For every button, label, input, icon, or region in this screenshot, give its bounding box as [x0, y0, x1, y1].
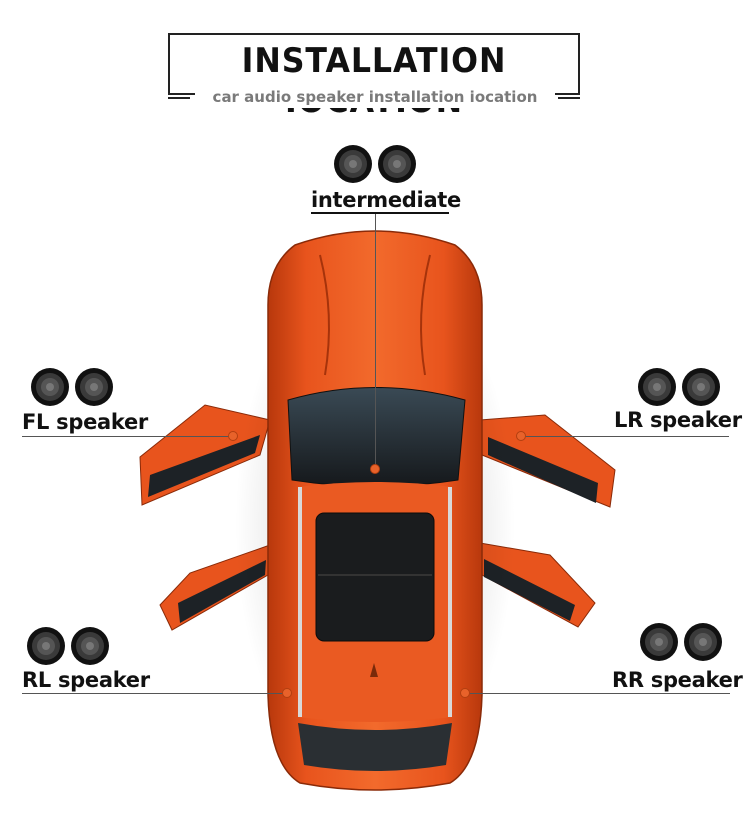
subtitle-right-rule	[558, 97, 580, 99]
intermediate-label: intermediate	[311, 188, 461, 212]
fl-speaker-label: FL speaker	[22, 410, 148, 434]
intermediate-marker	[370, 464, 380, 474]
intermediate-leader	[375, 214, 376, 467]
rl-speaker-label: RL speaker	[22, 668, 150, 692]
tweeter-speaker-icon	[27, 627, 65, 665]
subtitle-left-rule	[168, 97, 190, 99]
rr-leader	[470, 693, 730, 694]
tweeter-speaker-icon	[684, 623, 722, 661]
rl-leader	[22, 693, 284, 694]
page-subtitle: car audio speaker installation iocation	[212, 88, 538, 106]
tweeter-speaker-icon	[71, 627, 109, 665]
tweeter-speaker-icon	[640, 623, 678, 661]
intermediate-underline	[311, 212, 449, 214]
tweeter-speaker-icon	[378, 145, 416, 183]
tweeter-speaker-icon	[638, 368, 676, 406]
sunroof	[315, 512, 435, 642]
page-title: INSTALLATION IOCATION	[241, 41, 507, 121]
tweeter-speaker-icon	[682, 368, 720, 406]
car-top-view	[139, 230, 616, 795]
rl-marker	[282, 688, 292, 698]
tweeter-speaker-icon	[75, 368, 113, 406]
subtitle-wrap: car audio speaker installation iocation	[195, 86, 555, 108]
tweeter-speaker-icon	[334, 145, 372, 183]
lr-speaker-label: LR speaker	[614, 408, 742, 432]
lr-leader	[524, 436, 729, 437]
rr-speaker-label: RR speaker	[612, 668, 743, 692]
lr-marker	[516, 431, 526, 441]
rr-marker	[460, 688, 470, 698]
fl-leader	[22, 436, 232, 437]
fl-marker	[228, 431, 238, 441]
tweeter-speaker-icon	[31, 368, 69, 406]
